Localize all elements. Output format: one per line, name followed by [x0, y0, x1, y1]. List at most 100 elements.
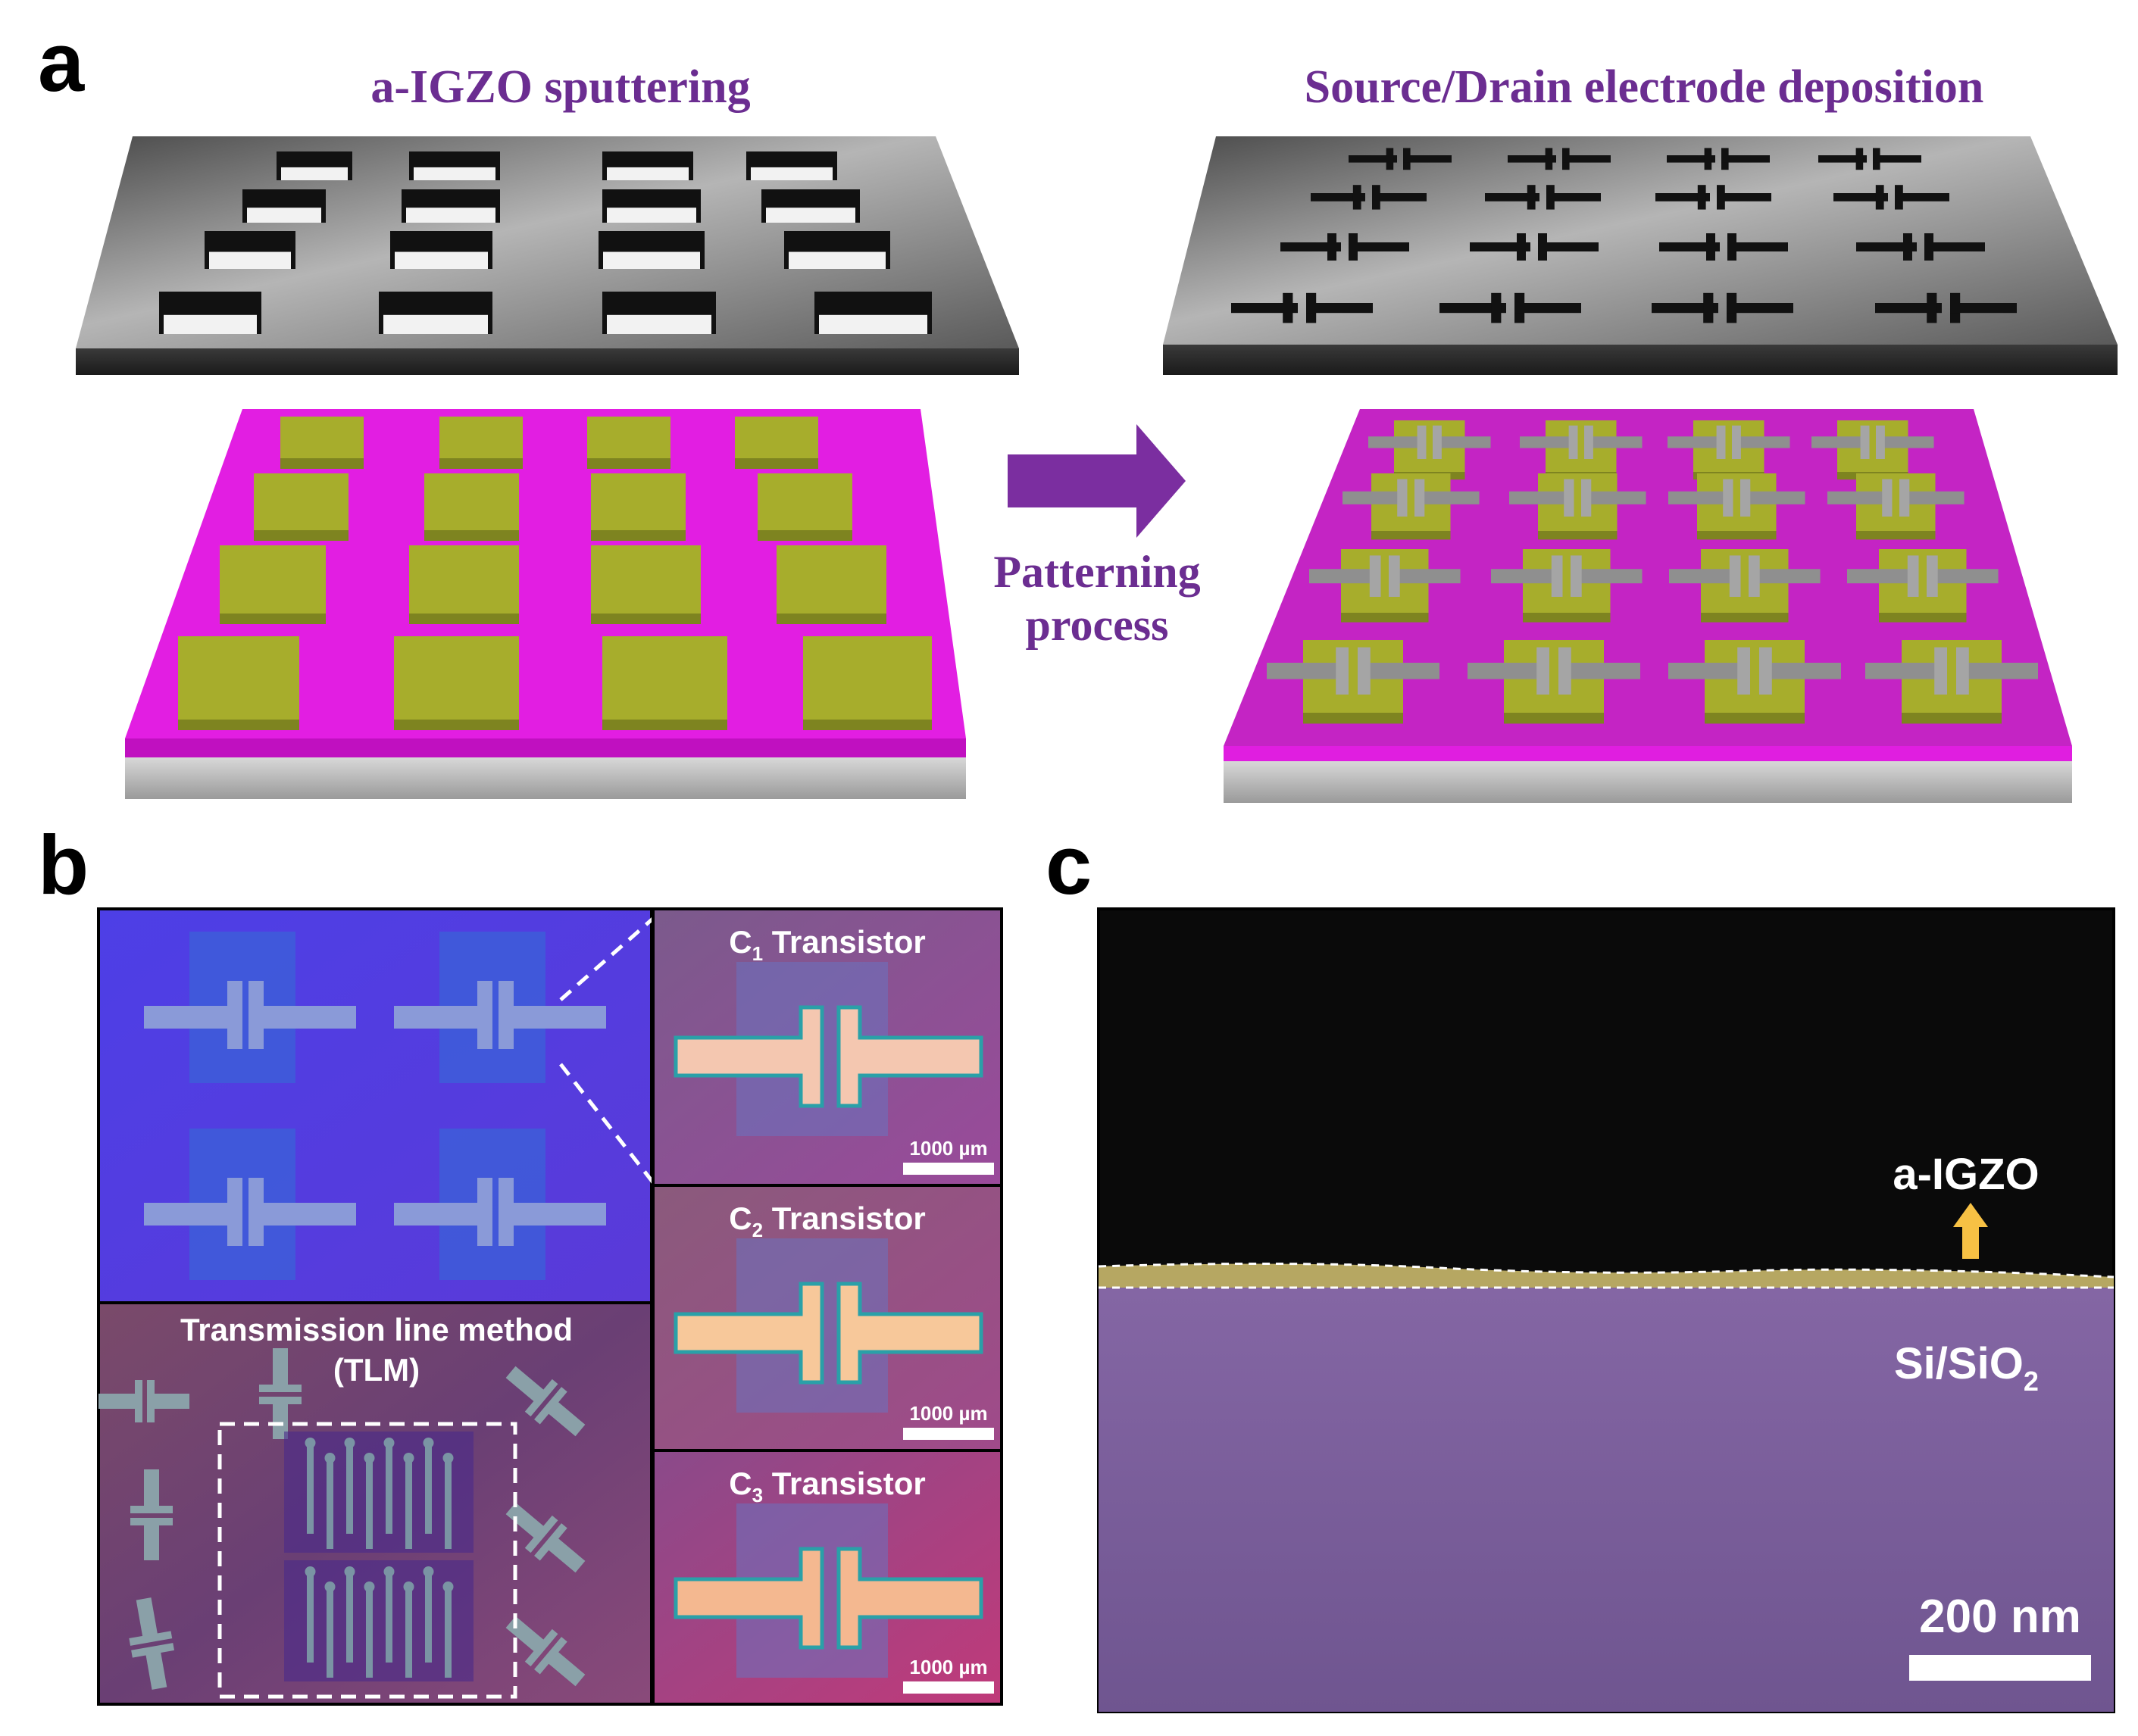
tlm-electrode-pad: [383, 1438, 395, 1448]
tlm-electrode-bar: [327, 1458, 333, 1549]
electrode-slot-right: [1895, 193, 1949, 201]
electrode-slot-left: [1875, 303, 1942, 314]
igzo-channel-array: [178, 417, 932, 730]
drain-electrode: [1390, 569, 1461, 584]
source-electrode: [1827, 491, 1891, 504]
igzo-channel-block: [220, 545, 326, 614]
transistor-title: C2 Transistor: [729, 1201, 926, 1241]
source-finger: [1397, 479, 1408, 517]
source-finger: [1336, 647, 1349, 695]
tlm-electrode-pad: [364, 1581, 375, 1592]
igzo-channel-block: [254, 473, 349, 530]
drain-finger: [1358, 647, 1371, 695]
mask-opening-light: [766, 208, 855, 223]
electrode-slot-right: [1727, 242, 1788, 251]
source-electrode: [1520, 436, 1577, 448]
panel-c-label: c: [1046, 819, 1092, 912]
igzo-channel-block: [280, 417, 364, 458]
tlm-electrode-pad: [423, 1566, 434, 1577]
drain-electrode: [1582, 491, 1646, 504]
igzo-film-layer: [1099, 1263, 2114, 1288]
drain-electrode: [1741, 491, 1805, 504]
electrode-slot-left: [1659, 242, 1720, 251]
source-finger: [1882, 479, 1893, 517]
shadow-mask-source-drain: [1163, 136, 2118, 375]
electrode-slot-left-finger: [1927, 292, 1937, 323]
overview-drain: [508, 1203, 606, 1226]
tlm-side-drain-finger: [534, 1387, 567, 1425]
overview-source-finger: [227, 1178, 242, 1246]
overview-source-finger: [477, 981, 492, 1049]
igzo-channel-block: [777, 545, 886, 614]
substrate-igzo: [125, 409, 966, 799]
tlm-side-device: [505, 1366, 586, 1437]
source-electrode: [1669, 569, 1739, 584]
electrode-slot-left: [1231, 303, 1298, 314]
electrode-slot-left: [1280, 242, 1341, 251]
electrode-slot-right: [1950, 303, 2017, 314]
tlm-electrode-bar: [386, 1443, 392, 1534]
tlm-electrode-bar: [346, 1443, 353, 1534]
electrode-slot-left-finger: [1903, 233, 1912, 261]
tlm-side-drain-finger: [130, 1518, 173, 1525]
electrode-slot-right: [1538, 242, 1599, 251]
electrode-slot-right: [1562, 155, 1611, 163]
device-channel-edge: [1341, 613, 1429, 623]
tlm-electrode-pad: [324, 1453, 336, 1463]
substrate-label-subscript: 2: [2024, 1366, 2039, 1397]
device-channel-edge: [1856, 531, 1936, 540]
transistor-scale-text: 1000 µm: [909, 1656, 987, 1678]
transistor-drain-electrode: [836, 1547, 983, 1650]
tlm-side-device: [259, 1348, 302, 1439]
mask-opening-light: [209, 251, 291, 269]
source-finger: [1729, 555, 1741, 597]
igzo-channel-block: [424, 473, 519, 530]
transistor-title-prefix: C: [729, 1466, 752, 1501]
overview-source-finger: [227, 981, 242, 1049]
transistor-title-suffix: Transistor: [763, 1201, 926, 1236]
igzo-channel-block: [803, 636, 932, 720]
electrode-slot-left: [1439, 303, 1506, 314]
igzo-channel-block: [178, 636, 299, 720]
micrograph-tlm: Transmission line method (TLM): [97, 1301, 653, 1706]
igzo-channel-edge: [280, 458, 364, 469]
tlm-electrode-bar: [366, 1587, 373, 1678]
tlm-side-source-finger: [524, 1378, 558, 1417]
electrode-slot-left: [1311, 193, 1365, 201]
source-electrode: [1811, 436, 1868, 448]
mask-opening-light: [603, 251, 700, 269]
electrode-slot-left: [1667, 155, 1715, 163]
mask-opening-light: [281, 167, 348, 180]
drain-finger: [1414, 479, 1425, 517]
source-electrode: [1668, 436, 1724, 448]
drain-finger: [1571, 555, 1582, 597]
source-electrode: [1865, 663, 1946, 679]
drain-finger: [1956, 647, 1969, 695]
igzo-channel-edge: [803, 720, 932, 730]
igzo-channel-edge: [735, 458, 818, 469]
drain-finger: [1740, 479, 1751, 517]
tlm-electrode-pad: [364, 1453, 375, 1463]
transistor-title-prefix: C: [729, 924, 752, 960]
source-finger: [1716, 425, 1726, 459]
electrode-slot-right: [1403, 155, 1452, 163]
drain-electrode: [1733, 436, 1790, 448]
electrode-slot-left: [1508, 155, 1556, 163]
electrode-slot-left: [1818, 155, 1867, 163]
drain-finger: [1389, 555, 1400, 597]
tlm-side-source: [273, 1348, 288, 1386]
panel-a-label: a: [38, 16, 85, 109]
source-finger: [1723, 479, 1733, 517]
tlm-electrode-pad: [305, 1438, 316, 1448]
overview-source: [394, 1006, 485, 1029]
tlm-electrode-bar: [425, 1572, 432, 1663]
electrode-slot-left-finger: [1517, 233, 1526, 261]
tlm-side-drain-finger: [534, 1637, 567, 1675]
electrode-slot-left-finger: [1352, 185, 1361, 210]
source-electrode: [1668, 663, 1749, 679]
igzo-channel-edge: [587, 458, 670, 469]
tlm-igzo-region: [284, 1560, 474, 1681]
patterning-arrow: [1008, 424, 1186, 538]
sem-scale-bar: [1909, 1655, 2091, 1681]
